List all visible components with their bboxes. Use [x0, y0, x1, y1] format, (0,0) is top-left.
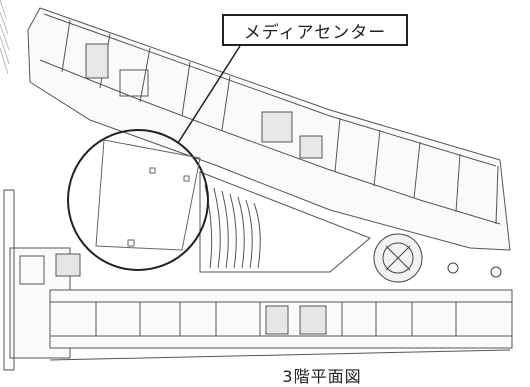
left-edge-hatching: [0, 0, 10, 75]
rotunda: [373, 233, 502, 283]
callout-leader-line: [177, 45, 241, 144]
media-center-callout: メディアセンター: [222, 14, 408, 46]
lower-wing: [3, 189, 513, 371]
atrium: [199, 171, 371, 273]
floor-plan-caption: 3階平面図: [282, 367, 362, 386]
media-center-room: [95, 139, 201, 251]
callout-label: メディアセンター: [243, 22, 387, 43]
upper-wing: [27, 7, 511, 251]
media-center-highlight-circle: [67, 129, 209, 271]
